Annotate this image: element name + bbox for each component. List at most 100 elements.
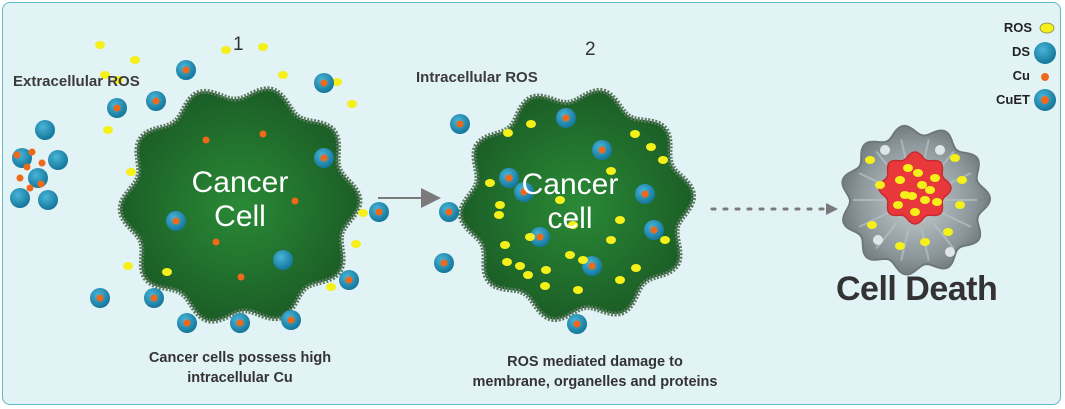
cu-particle [287,316,295,324]
cu-particle [598,146,606,154]
ros-particle [568,221,578,229]
ros-particle [541,266,551,274]
dead-cell-ros-dot [932,198,942,206]
dead-cell-ros-dot [903,164,913,172]
dead-cell-ros-dot [930,174,940,182]
ros-particle [358,209,368,217]
cu-particle [237,273,245,281]
ros-particle [646,143,656,151]
ros-dot-icon [1039,22,1055,34]
dead-cell-vesicle [880,145,890,155]
ros-particle [258,43,268,51]
cell-1-label-line2: Cell [214,200,266,233]
cu-particle [536,233,544,241]
dead-cell-ros-dot [895,242,905,250]
cu-particle [182,66,190,74]
cu-particle [641,190,649,198]
cu-particle [13,151,21,159]
cu-particle [152,97,160,105]
ros-particle [573,286,583,294]
extracellular-ros-label: Extracellular ROS [13,73,140,90]
ros-particle [658,156,668,164]
ros-particle [615,276,625,284]
dead-cell-ros-dot [867,221,877,229]
ros-particle [565,251,575,259]
cu-particle [202,136,210,144]
dead-cell-vesicle [945,247,955,257]
cu-particle [37,180,45,188]
ros-particle [503,129,513,137]
ros-particle [123,262,133,270]
ros-particle [351,240,361,248]
cu-particle [445,208,453,216]
dead-cell-vesicle [873,235,883,245]
ros-particle [103,126,113,134]
legend-cu-label: Cu [1012,68,1030,83]
legend-ds-label: DS [1011,44,1030,59]
ds-particle [273,250,293,270]
intracellular-ros-label: Intracellular ROS [416,69,538,86]
caption-2: ROS mediated damage to membrane, organel… [435,352,755,392]
cu-particle [505,174,513,182]
particles-layer [10,41,670,334]
cu-particle [150,294,158,302]
dead-cell-ros-dot [910,208,920,216]
dead-cell-ros-dot [925,186,935,194]
dead-cell-ros-dot [865,156,875,164]
caption-1-line2: intracellular Cu [187,370,293,386]
cu-particle [573,320,581,328]
dead-cell-ros-dot [893,201,903,209]
dead-cell-ros-dot [900,191,910,199]
cell-1-label: Cancer Cell [150,166,330,234]
cu-particle [291,197,299,205]
cu-particle [562,114,570,122]
caption-1: Cancer cells possess high intracellular … [90,348,390,388]
cu-particle [588,262,596,270]
ros-particle [660,236,670,244]
cell-1-label-line1: Cancer [191,166,289,199]
dead-cell-ros-dot [917,181,927,189]
ros-particle [555,196,565,204]
dead-cell-ros-dot [955,201,965,209]
legend-cuet-label: CuET [996,92,1030,107]
dead-cell-ros-dot [913,169,923,177]
dead-cell-icon [841,124,992,276]
cu-particle [236,319,244,327]
cu-particle [345,276,353,284]
ros-particle [100,71,110,79]
step-1-number: 1 [233,34,244,55]
cu-particle [26,184,34,192]
ros-particle [130,56,140,64]
ros-particle [326,283,336,291]
cell-death-label: Cell Death [836,270,998,308]
dead-cell-ros-dot [950,154,960,162]
ros-particle [578,256,588,264]
dead-cell-ros-dot [957,176,967,184]
ds-circle-icon [1034,42,1056,64]
ros-particle [526,120,536,128]
ros-particle [606,167,616,175]
ros-particle [515,262,525,270]
ds-particle [48,150,68,170]
dead-cell-vesicle [935,145,945,155]
dead-cell-ros-dot [875,181,885,189]
cu-particle [456,120,464,128]
ros-particle [540,282,550,290]
ros-particle [615,216,625,224]
cu-particle [38,159,46,167]
step-2-number: 2 [585,39,596,60]
dead-cell-ros-dot [920,238,930,246]
cu-particle [440,259,448,267]
cu-particle [172,217,180,225]
ros-particle [95,41,105,49]
ros-particle [332,78,342,86]
dead-cell-ray [932,222,955,250]
cu-particle [183,319,191,327]
ros-particle [485,179,495,187]
ros-particle [126,168,136,176]
dotted-arrow-head [826,203,838,215]
ds-particle [10,188,30,208]
cuet-complex-icon [1034,89,1056,111]
caption-1-line1: Cancer cells possess high [148,350,332,366]
ds-particle [35,120,55,140]
